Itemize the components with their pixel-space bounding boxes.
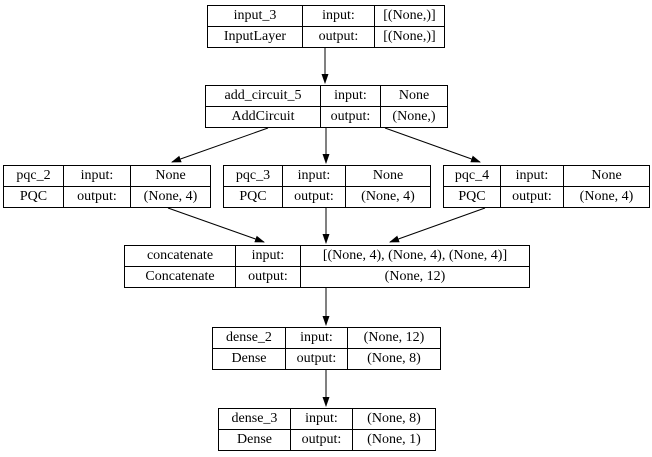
input-label: input: [63, 165, 131, 187]
layer-type: PQC [443, 186, 501, 208]
input-shape: None [130, 165, 211, 187]
input-label: input: [302, 5, 375, 27]
output-label: output: [285, 348, 348, 370]
layer-name: dense_3 [218, 408, 291, 430]
output-shape: (None, 4) [563, 186, 650, 208]
output-label: output: [320, 106, 381, 128]
input-shape: (None, 8) [352, 408, 436, 430]
output-shape: (None, 1) [352, 429, 436, 451]
edge-pqc_2-concatenate [167, 207, 265, 243]
output-shape: (None, 12) [300, 266, 530, 288]
input-label: input: [285, 327, 348, 349]
layer-name: concatenate [124, 245, 236, 267]
input-shape: (None, 12) [347, 327, 441, 349]
layer-type: Concatenate [124, 266, 236, 288]
input-shape: None [563, 165, 650, 187]
output-label: output: [282, 186, 346, 208]
edge-add_circuit_5-pqc_2 [171, 127, 269, 163]
output-label: output: [302, 26, 375, 48]
input-shape: None [345, 165, 431, 187]
layer-type: Dense [218, 429, 291, 451]
layer-name: pqc_3 [223, 165, 283, 187]
node-dense_2: dense_2 input: (None, 12) Dense output: … [212, 327, 441, 370]
input-label: input: [500, 165, 564, 187]
node-pqc_3: pqc_3 input: None PQC output: (None, 4) [223, 165, 431, 208]
output-shape: (None,) [380, 106, 448, 128]
input-label: input: [320, 85, 381, 107]
layer-name: input_3 [207, 5, 303, 27]
layer-name: add_circuit_5 [205, 85, 321, 107]
edge-pqc_4-concatenate [389, 207, 486, 243]
node-input_3: input_3 input: [(None,)] InputLayer outp… [207, 5, 445, 48]
output-label: output: [235, 266, 301, 288]
layer-name: pqc_2 [3, 165, 64, 187]
node-dense_3: dense_3 input: (None, 8) Dense output: (… [218, 408, 436, 451]
layer-name: dense_2 [212, 327, 286, 349]
output-shape: (None, 4) [130, 186, 211, 208]
output-shape: [(None,)] [374, 26, 445, 48]
layer-type: Dense [212, 348, 286, 370]
node-pqc_4: pqc_4 input: None PQC output: (None, 4) [443, 165, 650, 208]
input-label: input: [290, 408, 353, 430]
node-pqc_2: pqc_2 input: None PQC output: (None, 4) [3, 165, 211, 208]
input-shape: [(None,)] [374, 5, 445, 27]
output-shape: (None, 8) [347, 348, 441, 370]
output-label: output: [290, 429, 353, 451]
layer-name: pqc_4 [443, 165, 501, 187]
node-concatenate: concatenate input: [(None, 4), (None, 4)… [124, 245, 530, 288]
layer-type: AddCircuit [205, 106, 321, 128]
edge-add_circuit_5-pqc_4 [384, 127, 481, 163]
output-shape: (None, 4) [345, 186, 431, 208]
input-label: input: [235, 245, 301, 267]
node-add_circuit_5: add_circuit_5 input: None AddCircuit out… [205, 85, 448, 128]
output-label: output: [500, 186, 564, 208]
output-label: output: [63, 186, 131, 208]
input-shape: [(None, 4), (None, 4), (None, 4)] [300, 245, 530, 267]
layer-type: InputLayer [207, 26, 303, 48]
layer-type: PQC [3, 186, 64, 208]
layer-type: PQC [223, 186, 283, 208]
input-label: input: [282, 165, 346, 187]
input-shape: None [380, 85, 448, 107]
